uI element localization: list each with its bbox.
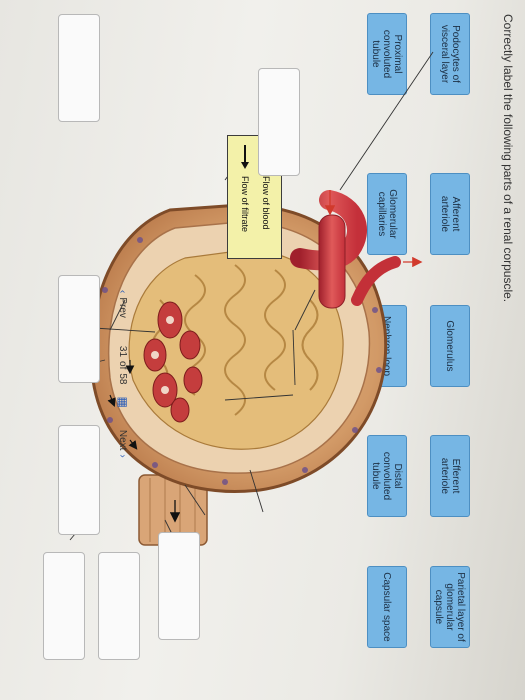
legend-blood-label: Flow of blood — [261, 176, 271, 230]
current-page: 31 — [117, 345, 129, 358]
prev-button[interactable]: Prev — [117, 297, 129, 318]
answer-box-7[interactable] — [158, 532, 200, 640]
pagination: ‹ Prev 31 of 58 ▦ Next › — [116, 290, 130, 458]
next-button[interactable]: Next — [117, 429, 129, 451]
prev-chevron-icon[interactable]: ‹ — [117, 290, 129, 294]
legend-row-filtrate: Flow of filtrate — [240, 144, 250, 232]
glomerulus-tuft — [128, 249, 344, 450]
answer-box-2[interactable] — [258, 68, 300, 176]
answer-box-1[interactable] — [58, 14, 100, 122]
page-of: of — [117, 361, 129, 370]
grid-icon[interactable]: ▦ — [116, 396, 130, 408]
answer-box-5[interactable] — [98, 552, 140, 660]
answer-box-4[interactable] — [58, 425, 100, 535]
next-chevron-icon[interactable]: › — [117, 454, 129, 458]
answer-box-3[interactable] — [58, 275, 100, 383]
answer-box-6[interactable] — [43, 552, 85, 660]
arterioles — [290, 190, 401, 309]
black-arrow-icon — [241, 145, 249, 169]
total-pages: 58 — [117, 373, 129, 385]
legend-filtrate-label: Flow of filtrate — [240, 176, 250, 233]
